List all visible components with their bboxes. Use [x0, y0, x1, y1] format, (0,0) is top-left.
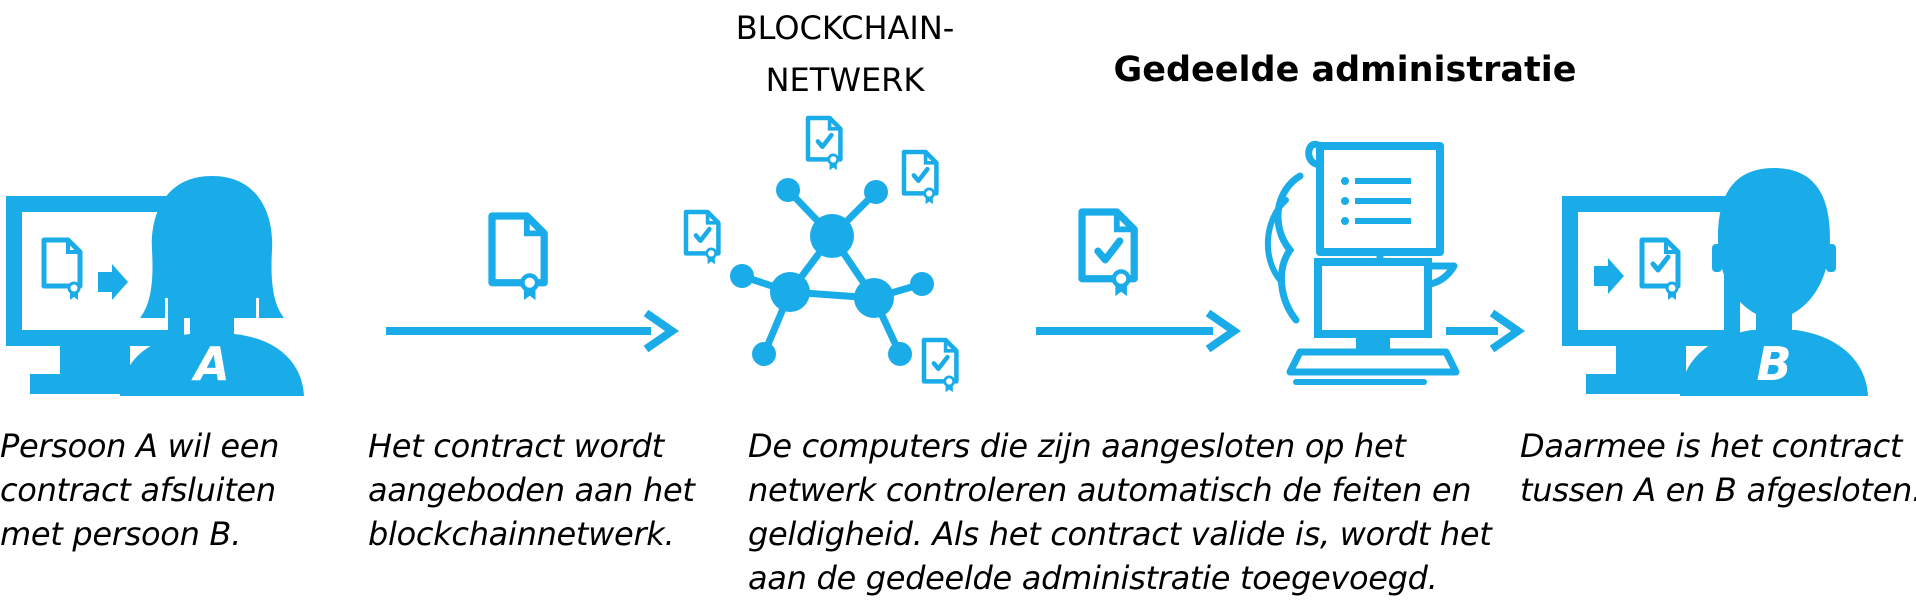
caption-line: met persoon B.: [0, 515, 241, 553]
network-title: BLOCKCHAIN- NETWERK: [690, 2, 1000, 106]
caption-line: geldigheid. Als het contract valide is, …: [748, 515, 1492, 553]
step-4-caption: Daarmee is het contract tussen A en B af…: [1520, 424, 1916, 512]
verified-document-icon: [808, 118, 840, 172]
step-2-caption: Het contract wordt aangeboden aan het bl…: [368, 424, 695, 556]
step-1-caption: Persoon A wil een contract afsluiten met…: [0, 424, 279, 556]
arrow-right-icon: [98, 264, 128, 300]
caption-line: contract afsluiten: [0, 471, 276, 509]
caption-line: netwerk controleren automatisch de feite…: [748, 471, 1472, 509]
person-a-letter: A: [191, 337, 230, 391]
network-title-line: BLOCKCHAIN-: [735, 9, 955, 47]
caption-line: blockchainnetwerk.: [368, 515, 675, 553]
caption-line: De computers die zijn aangesloten op het: [748, 427, 1406, 465]
network-title-line: NETWERK: [765, 61, 925, 99]
contract-document-icon: [492, 216, 544, 300]
step-3-caption: De computers die zijn aangesloten op het…: [748, 424, 1492, 600]
verified-document-icon: [924, 340, 956, 394]
caption-line: aan de gedeelde administratie toegevoegd…: [748, 559, 1438, 597]
caption-line: Persoon A wil een: [0, 427, 280, 465]
network-nodes-icon: [730, 178, 934, 366]
verified-document-icon: [904, 152, 936, 206]
caption-line: aangeboden aan het: [368, 471, 695, 509]
verified-document-icon: [1082, 212, 1134, 296]
person-female-icon: [120, 176, 304, 396]
caption-line: tussen A en B afgesloten.: [1520, 471, 1916, 509]
person-b-letter: B: [1756, 337, 1791, 391]
admin-title: Gedeelde administratie: [1113, 50, 1577, 90]
arrow-right-icon: [1594, 258, 1624, 294]
ledger-scroll-icon: [1265, 140, 1458, 324]
arrow-right-icon: [1446, 309, 1526, 353]
caption-line: Daarmee is het contract: [1520, 427, 1903, 465]
person-male-icon: [1680, 168, 1868, 396]
verified-document-icon: [686, 212, 718, 266]
arrow-right-icon: [386, 309, 680, 353]
arrow-right-icon: [1036, 309, 1242, 353]
computer-icon: [1286, 258, 1460, 385]
caption-line: Het contract wordt: [368, 427, 664, 465]
